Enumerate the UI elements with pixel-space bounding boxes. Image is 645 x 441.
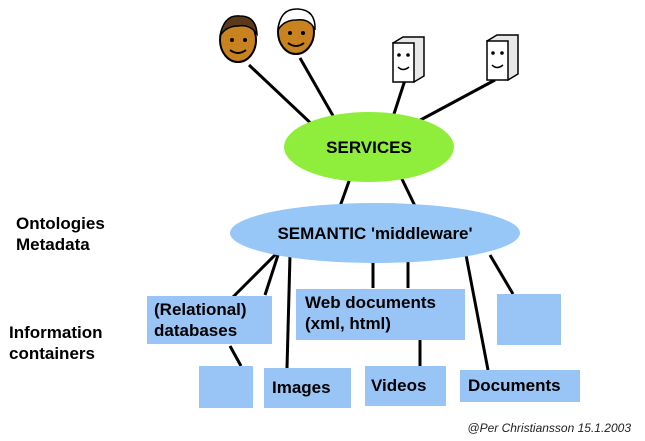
empty-container-box (497, 294, 561, 345)
videos-box: Videos (365, 366, 446, 406)
metadata-label: Metadata (16, 235, 90, 254)
relational-databases-box: (Relational) databases (147, 296, 272, 344)
elder-face-icon (277, 8, 316, 55)
ontologies-label: Ontologies (16, 214, 105, 233)
web-documents-box: Web documents (xml, html) (296, 289, 465, 340)
services-node (284, 112, 454, 182)
information-label: Information (9, 323, 103, 342)
connector-line (228, 345, 243, 367)
connector-line (263, 254, 280, 296)
connector-line (285, 254, 292, 369)
containers-label: containers (9, 344, 95, 363)
connector-line (412, 78, 496, 126)
connector-lines (228, 57, 515, 371)
documents-box: Documents (460, 370, 580, 402)
images-box: Images (264, 368, 351, 408)
middleware-node (230, 203, 520, 263)
empty-container-box (199, 366, 253, 408)
connector-line (398, 174, 417, 207)
connector-line (247, 63, 320, 132)
services-label: SERVICES (326, 138, 412, 157)
author-credit: @Per Christiansson 15.1.2003 (467, 421, 631, 435)
person-face-icon (219, 15, 258, 63)
middleware-label: SEMANTIC 'middleware' (277, 224, 472, 243)
connector-line (488, 254, 515, 295)
computer-agent-icon (486, 34, 519, 82)
connector-line (228, 250, 280, 302)
computer-agent-icon (392, 36, 425, 84)
connector-line (464, 254, 490, 371)
connector-line (390, 79, 407, 121)
